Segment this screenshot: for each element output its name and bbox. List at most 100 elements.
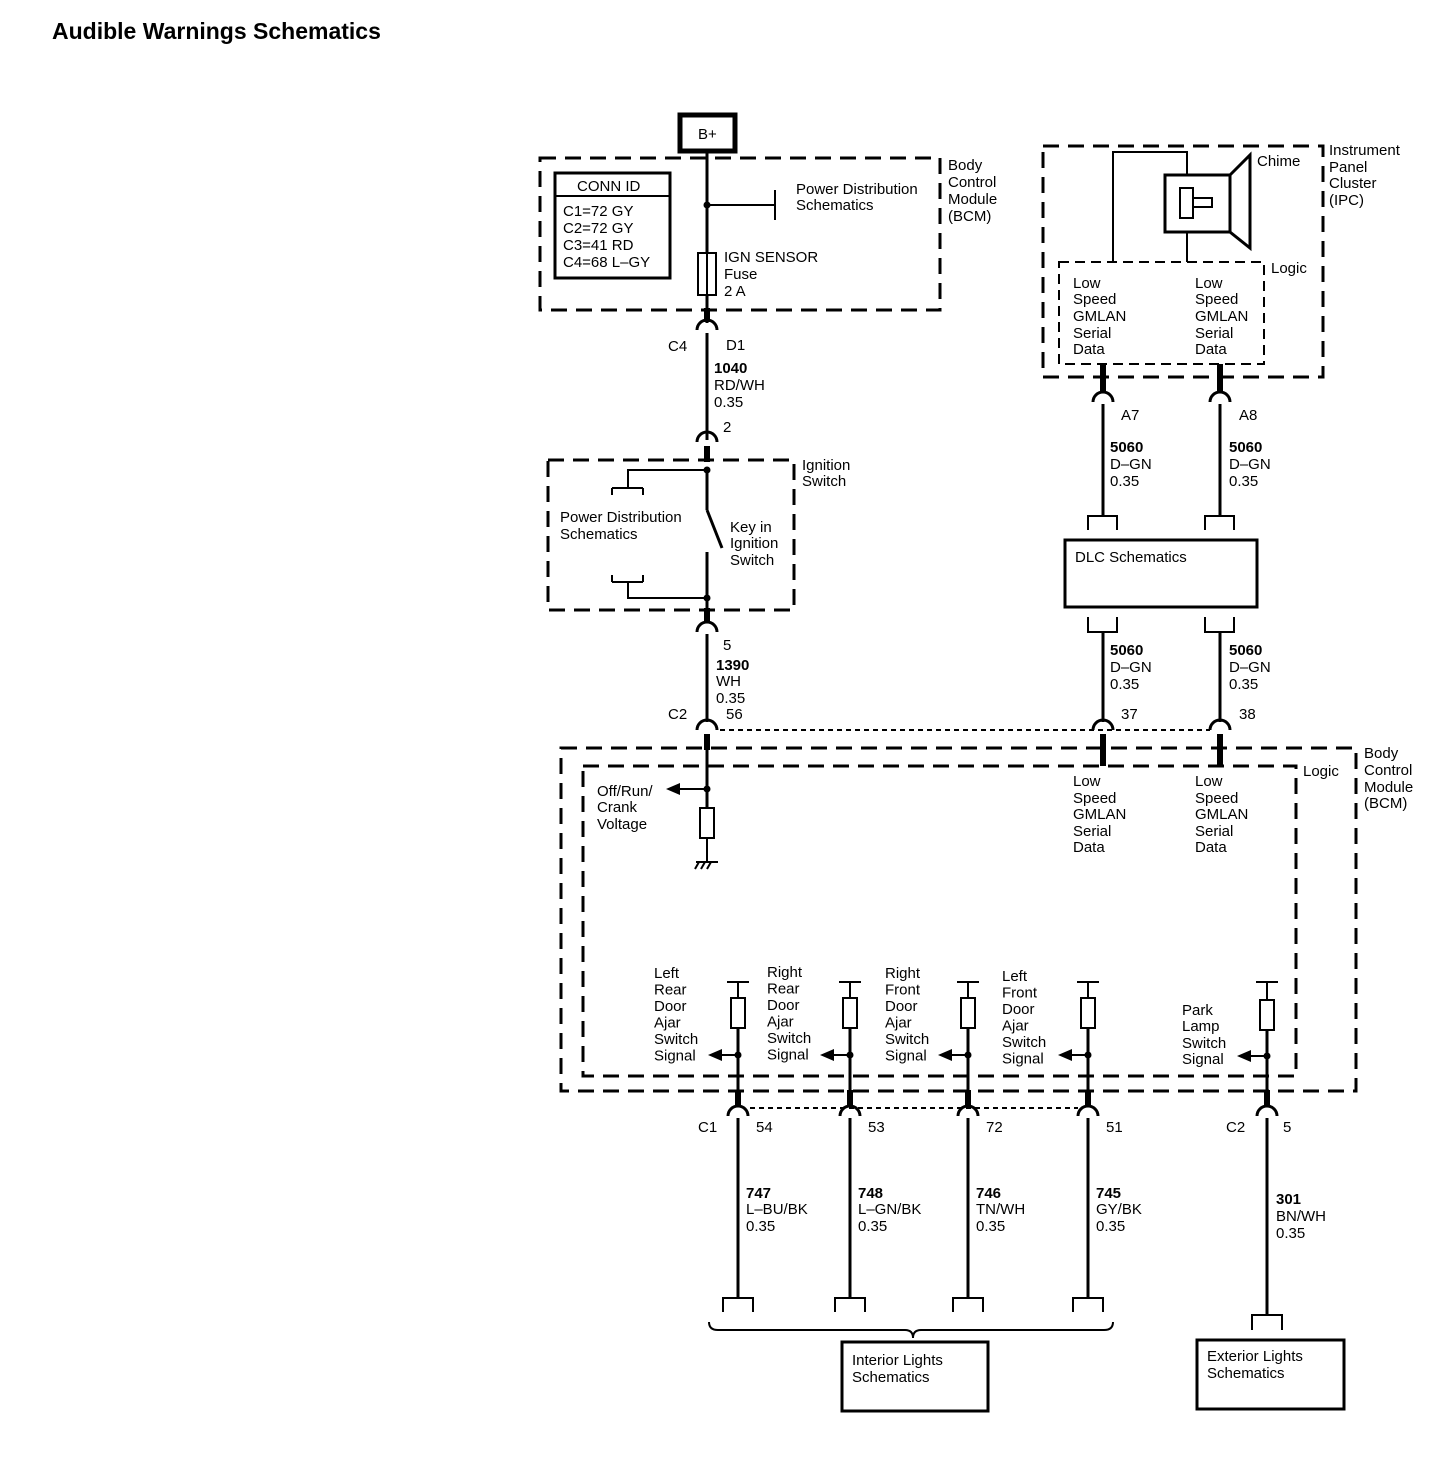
signal-arrow-icon: [820, 1049, 834, 1061]
wire-5060-upper-left-color: D–GN: [1110, 456, 1152, 473]
interior-lights-label: Interior Lights: [852, 1352, 943, 1369]
svg-text:Cluster: Cluster: [1329, 175, 1377, 192]
door-pin-label: 51: [1106, 1119, 1123, 1136]
door-wire-color: L–BU/BK: [746, 1201, 808, 1218]
ipc-data-right: Low Speed GMLAN Serial Data: [1195, 275, 1248, 358]
ignition-pin-5: 5: [723, 637, 731, 654]
bcm-top-boundary: [538, 156, 942, 312]
wire-5060-upper-right-circuit: 5060: [1229, 439, 1262, 456]
signal-arrow-icon: [1058, 1049, 1072, 1061]
svg-text:GMLAN: GMLAN: [1073, 806, 1126, 823]
battery-label: B+: [698, 126, 717, 143]
svg-text:Switch: Switch: [1182, 1035, 1226, 1052]
svg-text:GMLAN: GMLAN: [1195, 806, 1248, 823]
svg-text:Low: Low: [1073, 275, 1101, 292]
door-wire-size: 0.35: [858, 1218, 887, 1235]
interior-lights-box: [840, 1340, 990, 1413]
door-pin-label: 53: [868, 1119, 885, 1136]
door-signal-label: Switch: [1002, 1034, 1046, 1051]
ipc-logic-boundary: [1058, 261, 1265, 365]
voltage-label: Off/Run/: [597, 783, 653, 800]
door-signal-label: Signal: [654, 1048, 696, 1065]
park-pin-5: 5: [1283, 1119, 1291, 1136]
wire-5060-upper-left-circuit: 5060: [1110, 439, 1143, 456]
door-terminal: [952, 1297, 984, 1312]
wire-5060-upper-left-size: 0.35: [1110, 473, 1139, 490]
svg-text:Data: Data: [1195, 341, 1227, 358]
door-signal-label: Ajar: [654, 1015, 681, 1032]
svg-text:Switch: Switch: [730, 552, 774, 569]
bcm-main-boundary: [559, 746, 1358, 1093]
signal-arrow-icon: [708, 1049, 722, 1061]
svg-text:Speed: Speed: [1073, 790, 1116, 807]
bcm-pin-38: 38: [1239, 706, 1256, 723]
wire-301-circuit: 301: [1276, 1191, 1301, 1208]
chime-speaker-icon: [1163, 151, 1252, 252]
door-signal-label: Rear: [654, 982, 687, 999]
svg-text:Voltage: Voltage: [597, 816, 647, 833]
svg-text:GMLAN: GMLAN: [1073, 308, 1126, 325]
door-signal-label: Front: [1002, 985, 1038, 1002]
battery-source: B+: [677, 112, 738, 154]
svg-text:Panel: Panel: [1329, 159, 1367, 176]
svg-text:Switch: Switch: [802, 473, 846, 490]
pullup-resistor: [960, 997, 976, 1029]
wire-5060-upper-right-size: 0.35: [1229, 473, 1258, 490]
door-wire-size: 0.35: [976, 1218, 1005, 1235]
exterior-lights-label: Exterior Lights: [1207, 1348, 1303, 1365]
page-title: Audible Warnings Schematics: [52, 18, 381, 44]
bcm-data-right: Low Speed GMLAN Serial Data: [1195, 773, 1248, 856]
door-signal-label: Signal: [767, 1047, 809, 1064]
connector-c2: C2: [668, 706, 687, 723]
wire-1390-size: 0.35: [716, 690, 745, 707]
pin-d1: D1: [726, 337, 745, 354]
conn-id-line: C4=68 L–GY: [563, 254, 650, 271]
door-pin-label: 54: [756, 1119, 773, 1136]
svg-text:GMLAN: GMLAN: [1195, 308, 1248, 325]
door-wire-circuit: 748: [858, 1185, 883, 1202]
wire-5060-upper-right-color: D–GN: [1229, 456, 1271, 473]
door-signal-label: Door: [1002, 1001, 1035, 1018]
svg-text:Low: Low: [1073, 773, 1101, 790]
ipc-data-left: Low Speed GMLAN Serial Data: [1073, 275, 1126, 358]
wire-1040-size: 0.35: [714, 394, 743, 411]
wire-301-color: BN/WH: [1276, 1208, 1326, 1225]
park-connector-c2: C2: [1226, 1119, 1245, 1136]
door-input-channel: LeftFrontDoorAjarSwitchSignal51745GY/BK0…: [1002, 968, 1142, 1312]
door-pin-label: 72: [986, 1119, 1003, 1136]
door-terminal: [834, 1297, 866, 1312]
svg-text:Low: Low: [1195, 275, 1223, 292]
svg-text:Speed: Speed: [1195, 790, 1238, 807]
door-signal-label: Left: [654, 965, 680, 982]
ipc-boundary: [1041, 144, 1325, 379]
wire-1040-circuit: 1040: [714, 360, 747, 377]
door-signal-label: Right: [767, 964, 803, 981]
door-input-channel: RightRearDoorAjarSwitchSignal53748L–GN/B…: [767, 964, 921, 1312]
svg-text:Serial: Serial: [1195, 325, 1233, 342]
door-signal-label: Door: [767, 997, 800, 1014]
svg-text:(IPC): (IPC): [1329, 192, 1364, 209]
bcm-logic-boundary: [581, 764, 1298, 1078]
ignition-power-distribution-ref: Power Distribution: [560, 509, 682, 526]
svg-text:2 A: 2 A: [724, 283, 746, 300]
conn-id-table: CONN ID C1=72 GY C2=72 GY C3=41 RD C4=68…: [553, 171, 672, 280]
svg-text:Crank: Crank: [597, 799, 638, 816]
ipc-logic-label: Logic: [1271, 260, 1307, 277]
door-wire-size: 0.35: [746, 1218, 775, 1235]
door-signal-label: Rear: [767, 981, 800, 998]
door-signal-label: Switch: [654, 1031, 698, 1048]
door-wire-size: 0.35: [1096, 1218, 1125, 1235]
bcm-top-name: Body Control Module (BCM): [948, 157, 997, 225]
door-signal-label: Signal: [885, 1048, 927, 1065]
door-wire-color: GY/BK: [1096, 1201, 1142, 1218]
fuse-label: IGN SENSOR: [724, 249, 818, 266]
svg-text:Low: Low: [1195, 773, 1223, 790]
wire-1040-color: RD/WH: [714, 377, 765, 394]
wire-5060-lower-left-size: 0.35: [1110, 676, 1139, 693]
conn-id-line: C2=72 GY: [563, 220, 633, 237]
svg-text:Data: Data: [1073, 341, 1105, 358]
signal-arrow-icon: [938, 1049, 952, 1061]
